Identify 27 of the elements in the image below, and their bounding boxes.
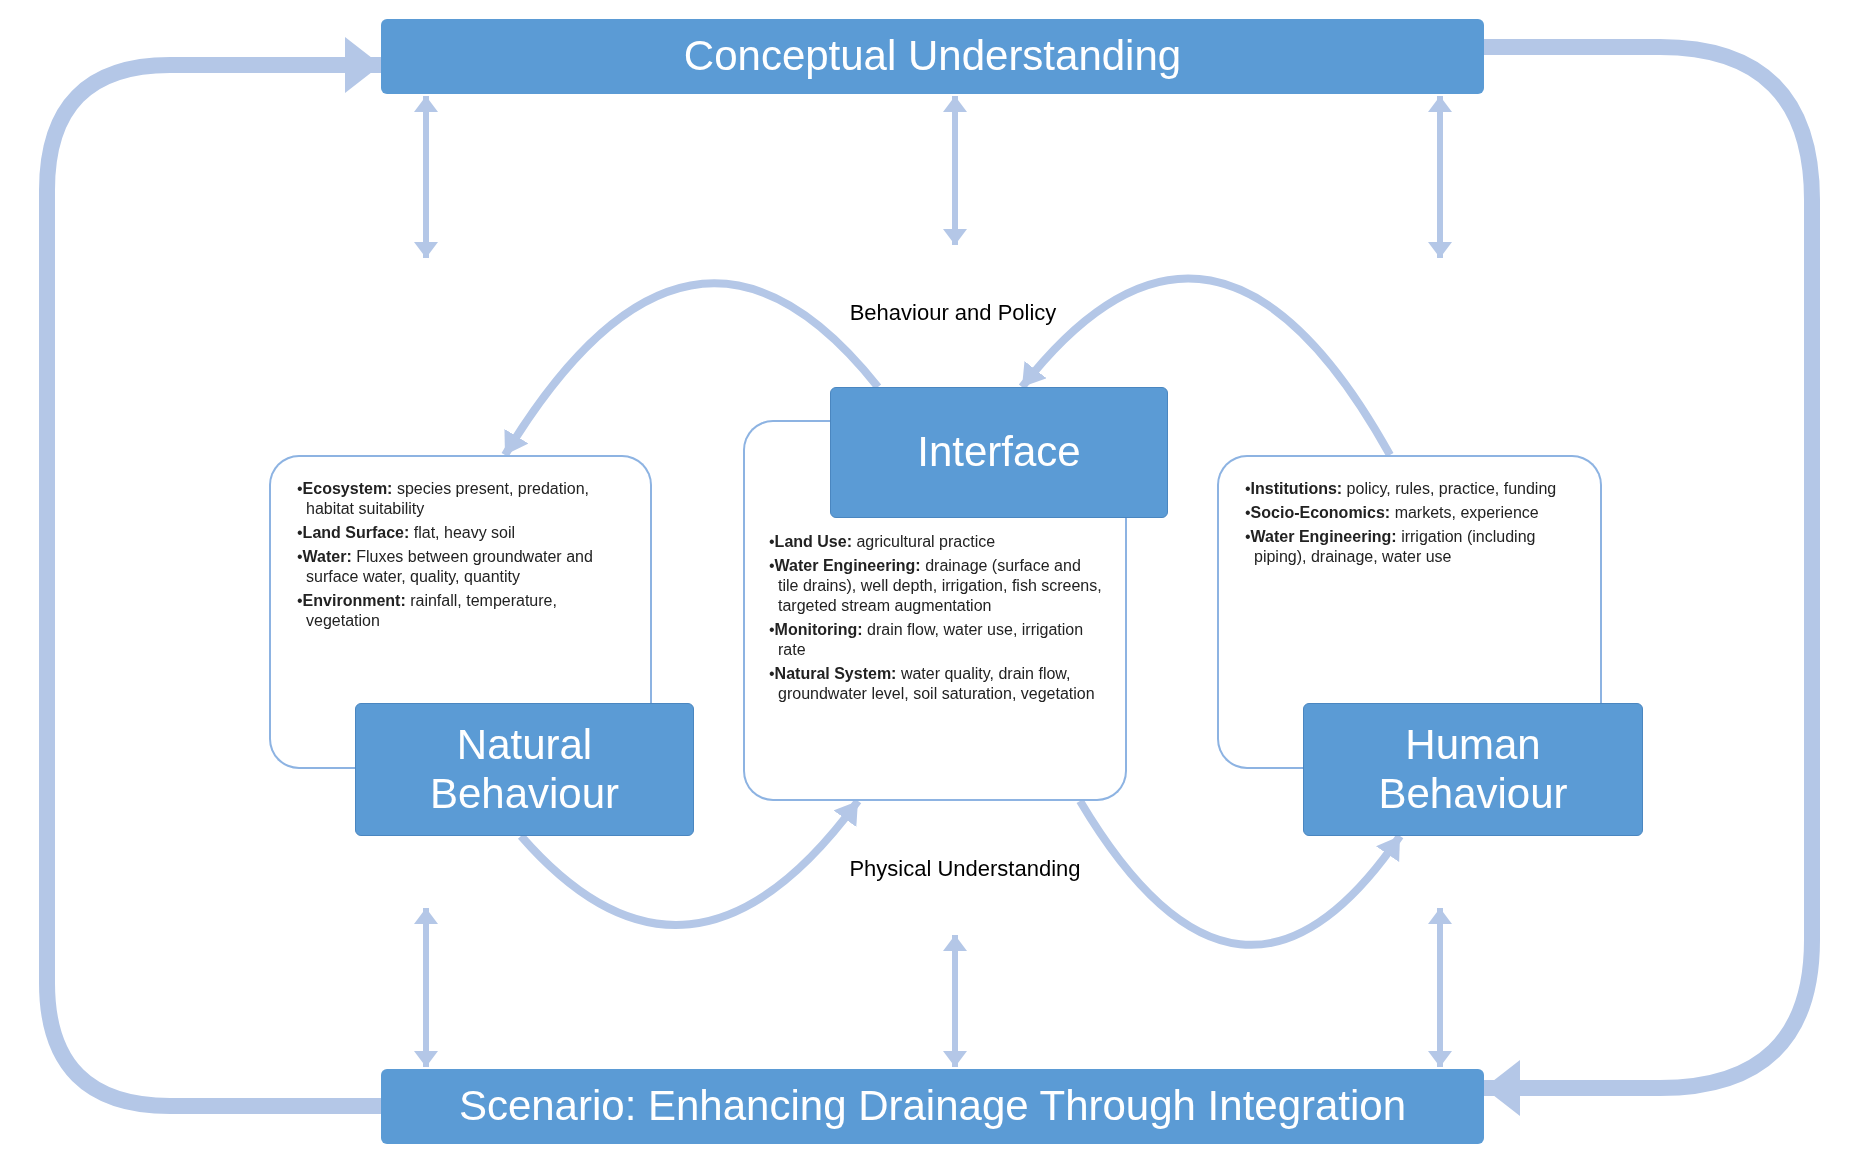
curved-arrow [501,279,881,458]
double-arrow [414,908,438,1067]
double-arrow [943,96,967,245]
bullet-text: •Water Engineering: irrigation (including piping), drainage, water use [1245,527,1537,567]
double-arrow [1428,96,1452,258]
banner-bar: Scenario: Enhancing Drainage Through Integration [381,1069,1484,1144]
heading-box: Interface [830,387,1168,518]
double-arrow [414,96,438,258]
text-panel [269,455,652,703]
text-panel [1217,455,1602,703]
loop-arrow [1484,39,1820,1116]
curved-arrow [1018,274,1394,458]
flow-label: Physical Understanding [848,856,1082,882]
bullet-text: •Land Use: agricultural practice [769,532,997,552]
text-panel [743,518,1127,801]
bullet-text: •Environment: rainfall, temperature, vegetation [297,591,558,631]
heading-box: Human Behaviour [1303,703,1643,836]
bullet-text: •Natural System: water quality, drain flow, groundwater level, soil saturation, vegetation [769,664,1096,704]
heading-box: Natural Behaviour [355,703,694,836]
bullet-text: •Socio-Economics: markets, experience [1245,503,1540,523]
flow-label: Behaviour and Policy [848,300,1058,326]
double-arrow [1428,908,1452,1067]
loop-arrow [39,37,381,1114]
double-arrow [943,935,967,1067]
bullet-text: •Institutions: policy, rules, practice, funding [1245,479,1558,499]
banner-bar: Conceptual Understanding [381,19,1484,94]
bullet-text: •Land Surface: flat, heavy soil [297,523,517,543]
